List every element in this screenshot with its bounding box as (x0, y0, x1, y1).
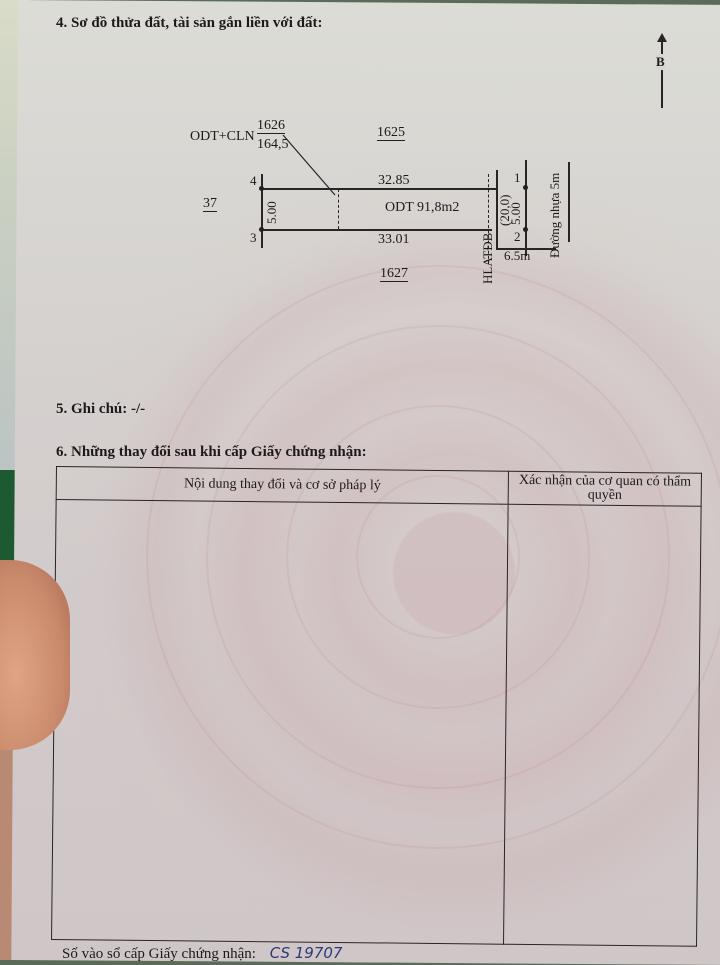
section-5-notes: 5. Ghi chú: -/- (56, 401, 146, 417)
thumb (0, 560, 70, 750)
registry-label: Số vào sổ cấp Giấy chứng nhận: (62, 946, 256, 962)
bottom-edge-length: 33.01 (378, 232, 410, 247)
parcel-internal-division (338, 189, 339, 229)
north-label: B (656, 54, 665, 70)
corner-2-label: 2 (514, 229, 521, 244)
neighbor-parcel-bottom: 1627 (380, 266, 408, 282)
corner-marker (259, 186, 264, 191)
neighbor-parcel-left: 37 (203, 196, 217, 212)
corner-4-label: 4 (250, 173, 257, 188)
corner-1-label: 1 (514, 170, 521, 185)
footer-registry: Số vào sổ cấp Giấy chứng nhận: CS 19707 (62, 944, 342, 963)
registry-number: CS 19707 (269, 944, 343, 962)
setback-dimension-line (496, 248, 556, 250)
corner-marker (523, 227, 528, 232)
setback-length: 6.5m (504, 248, 531, 263)
section-4-title: 4. Sơ đồ thửa đất, tài sản gắn liền với … (56, 15, 323, 31)
changes-table: Nội dung thay đổi và cơ sở pháp lý Xác n… (51, 466, 702, 947)
safety-corridor-label: HLATĐB (480, 232, 495, 284)
column-header-confirmation: Xác nhận của cơ quan có thẩm quyền (508, 471, 702, 507)
parcel-top-boundary (262, 188, 496, 190)
table-row (51, 499, 702, 947)
neighbor-parcel-area: 164,5 (257, 137, 289, 152)
parcel-right-boundary-inner (496, 170, 498, 248)
left-edge-length: 5.00 (264, 201, 279, 224)
neighbor-parcel-top: 1625 (377, 125, 405, 141)
column-header-content: Nội dung thay đổi và cơ sở pháp lý (56, 466, 509, 505)
right-edge-length: 5.00 (508, 202, 523, 225)
section-6-title: 6. Những thay đổi sau khi cấp Giấy chứng… (56, 444, 367, 460)
north-arrow-icon (661, 40, 663, 108)
safety-corridor-line (488, 174, 489, 264)
top-edge-length: 32.85 (378, 173, 410, 188)
parcel-right-boundary (525, 160, 527, 256)
neighbor-parcel-number: 1626 (257, 118, 285, 134)
content-cell (51, 499, 509, 945)
parcel-bottom-boundary (262, 229, 492, 231)
confirmation-cell (503, 504, 702, 947)
corner-3-label: 3 (250, 230, 257, 245)
road-edge-line (568, 162, 570, 242)
corner-marker (523, 185, 528, 190)
road-label: Đường nhựa 5m (547, 172, 562, 258)
neighbor-land-type: ODT+CLN (190, 129, 255, 144)
corner-marker (259, 227, 264, 232)
parcel-left-boundary (261, 174, 263, 248)
north-arrowhead-icon (657, 33, 667, 42)
leader-line (282, 134, 336, 196)
parcel-label: ODT 91,8m2 (385, 200, 460, 215)
